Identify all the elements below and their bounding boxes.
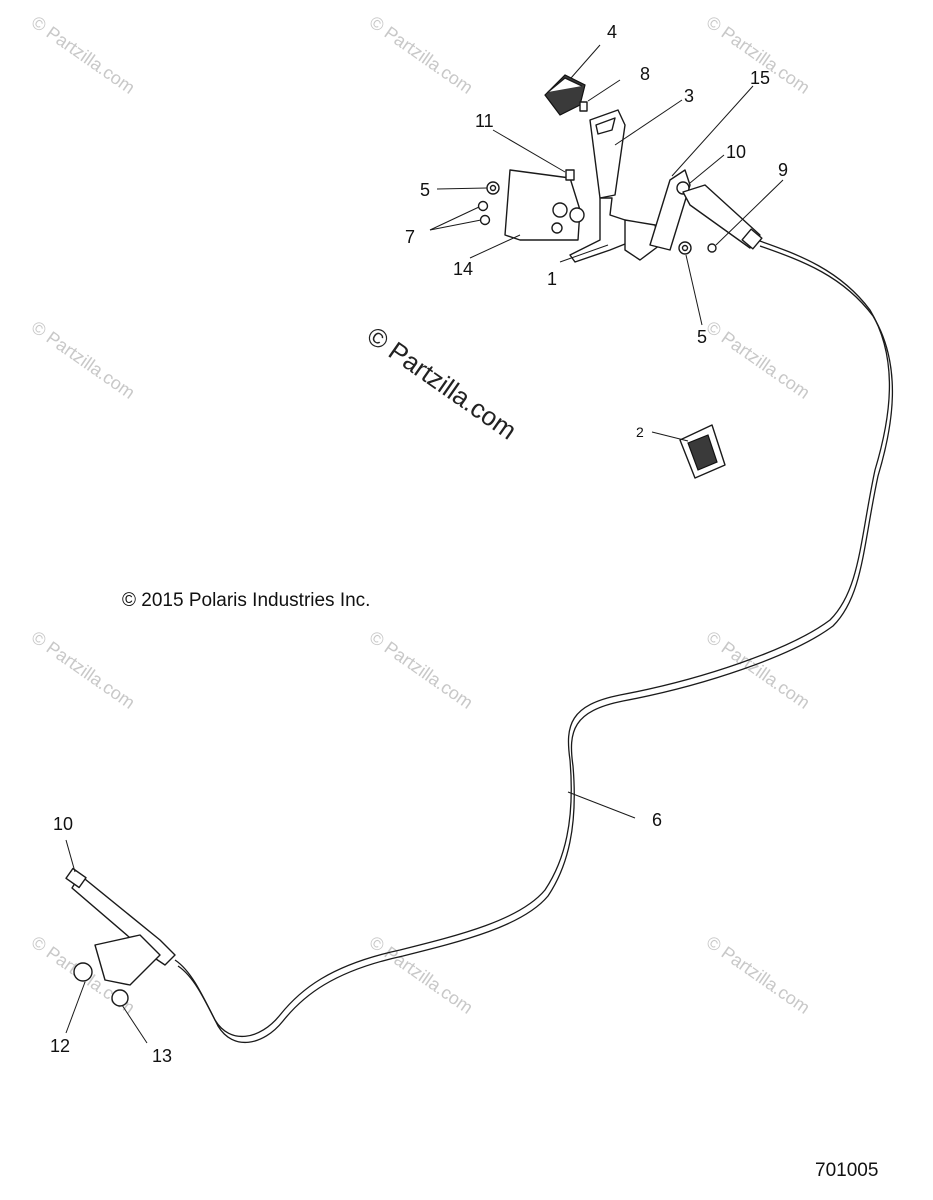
copyright-notice: © 2015 Polaris Industries Inc. <box>122 590 371 611</box>
part-5-washer-lower <box>678 241 692 255</box>
callout-11: 11 <box>475 111 494 131</box>
part-4-cover <box>544 74 586 116</box>
watermark: © Partzilla.com <box>28 627 139 713</box>
callout-1: 1 <box>547 269 557 289</box>
leader-lines <box>65 44 784 1044</box>
watermark: © Partzilla.com <box>28 12 139 98</box>
lower-cable-assembly <box>65 867 176 1007</box>
callout-8: 8 <box>640 64 650 84</box>
callout-10-top: 10 <box>726 142 746 162</box>
callout-4: 4 <box>607 22 617 42</box>
callouts: 4 8 3 15 10 9 11 5 7 14 1 5 2 6 10 12 13 <box>50 22 788 1066</box>
part-7-nuts <box>477 200 491 226</box>
part-14-bracket <box>504 169 585 241</box>
callout-13: 13 <box>152 1046 172 1066</box>
part-1-lever <box>569 197 661 263</box>
watermark: © Partzilla.com <box>366 627 477 713</box>
part-12-nut <box>73 962 93 982</box>
callout-14: 14 <box>453 259 473 279</box>
part-3-handle-grip <box>589 109 626 199</box>
watermark: © Partzilla.com <box>366 12 477 98</box>
part-2-pedal-pad <box>679 424 726 479</box>
part-5-washer-upper <box>486 181 500 195</box>
callout-15: 15 <box>750 68 770 88</box>
part-9-cable-end <box>682 184 763 253</box>
watermark: © Partzilla.com <box>703 317 814 403</box>
watermark-center: © Partzilla.com <box>362 320 523 445</box>
callout-9: 9 <box>778 160 788 180</box>
callout-5-lower: 5 <box>697 327 707 347</box>
brake-cable-inner <box>177 245 894 1043</box>
watermarks: © Partzilla.com © Partzilla.com © Partzi… <box>28 12 814 1018</box>
callout-2: 2 <box>636 424 644 440</box>
diagram-id: 701005 <box>815 1160 879 1181</box>
callout-3: 3 <box>684 86 694 106</box>
part-11-fastener <box>565 169 575 181</box>
brake-cable <box>174 239 891 1037</box>
part-8-screw <box>579 101 588 112</box>
watermark: © Partzilla.com <box>703 932 814 1018</box>
callout-7: 7 <box>405 227 415 247</box>
part-13-nut <box>111 989 129 1007</box>
callout-12: 12 <box>50 1036 70 1056</box>
callout-6: 6 <box>652 810 662 830</box>
callout-10-bottom: 10 <box>53 814 73 834</box>
callout-5-upper: 5 <box>420 180 430 200</box>
watermark: © Partzilla.com <box>28 317 139 403</box>
